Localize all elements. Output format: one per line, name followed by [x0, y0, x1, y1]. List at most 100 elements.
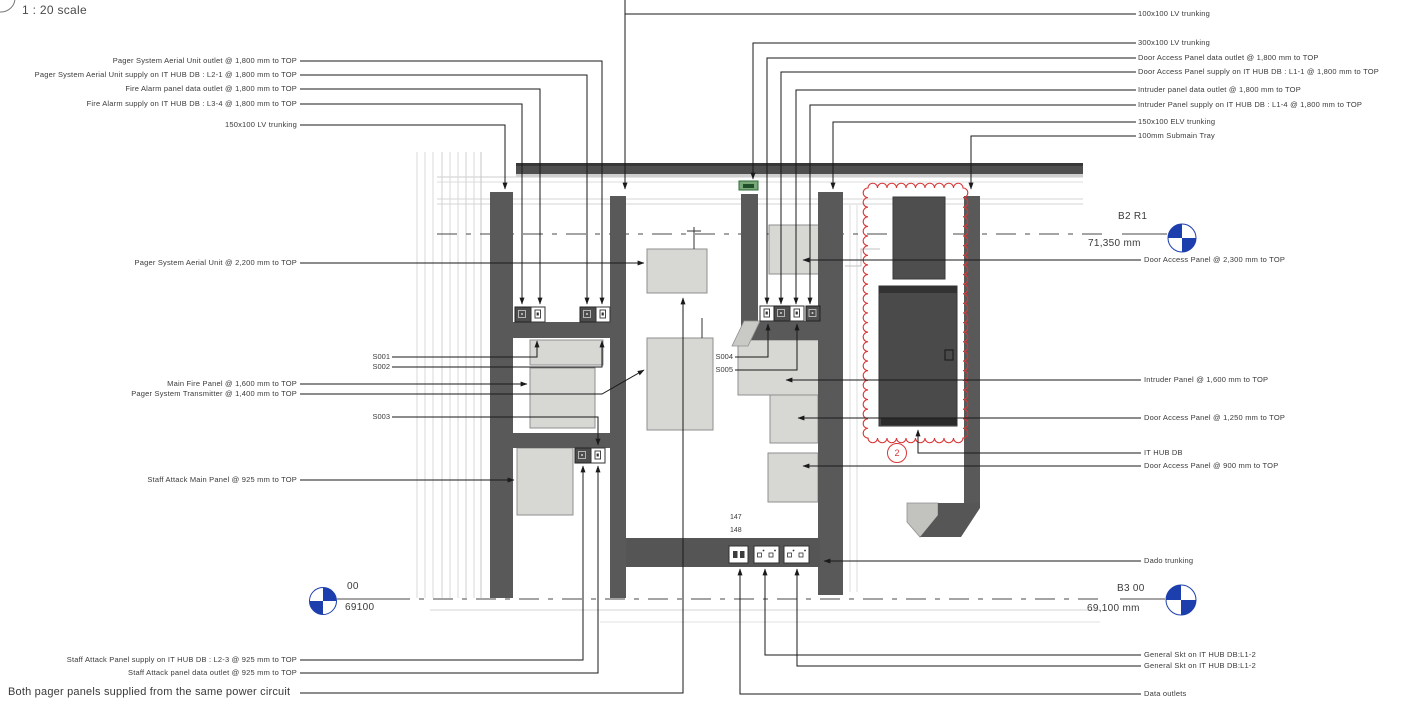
- label-door-access-supply: Door Access Panel supply on IT HUB DB : …: [1138, 67, 1379, 76]
- leader-s002: [392, 340, 605, 368]
- lv-marker-green: [738, 180, 759, 191]
- outlet-number-148: 148: [730, 527, 742, 534]
- setting-out-ticks: [687, 227, 703, 338]
- ref-s002: S002: [372, 362, 390, 371]
- door-access-supply-socket: [773, 305, 791, 322]
- label-door-access-2300: Door Access Panel @ 2,300 mm to TOP: [1144, 255, 1286, 264]
- datum-marker-b2-r1: [1167, 223, 1197, 253]
- datum-marker-00: [309, 587, 337, 615]
- leader-it-hub-db: [915, 429, 1141, 454]
- label-it-hub-db: IT HUB DB: [1144, 448, 1183, 457]
- leader-lv-trunking-100: [622, 13, 1136, 190]
- label-lv-trunking-300: 300x100 LV trunking: [1138, 38, 1211, 47]
- leader-lv-trunking-150: [300, 124, 508, 190]
- leader-pager-aerial-supply: [300, 74, 590, 305]
- label-intruder-panel-1600: Intruder Panel @ 1,600 mm to TOP: [1144, 375, 1269, 384]
- general-skt-1-box: [753, 545, 780, 564]
- staff-attack-supply-socket: [574, 447, 592, 464]
- datum-b3-name: B3 00: [1117, 583, 1145, 594]
- datum-b2r1-elevation: 71,350 mm: [1088, 238, 1141, 249]
- leader-data-outlets: [737, 568, 1141, 695]
- leader-general-skt-2: [794, 568, 1141, 667]
- leader-s003: [392, 416, 601, 446]
- staff-attack-main-panel: [516, 447, 574, 516]
- label-staff-attack-data: Staff Attack panel data outlet @ 925 mm …: [128, 668, 297, 677]
- revision-tag-number: 2: [894, 448, 900, 458]
- leader-staff-attack-supply: [300, 465, 586, 661]
- datum-00-name: 00: [347, 581, 359, 592]
- ref-s004: S004: [715, 352, 733, 361]
- label-pager-aerial-supply: Pager System Aerial Unit supply on IT HU…: [34, 70, 297, 79]
- leader-submain-tray: [968, 135, 1136, 190]
- door-access-panel-1250: [769, 394, 819, 444]
- leader-s005: [735, 323, 800, 371]
- annotation-leaders: [300, 0, 1141, 695]
- door-access-panel-900: [767, 452, 819, 503]
- pager-supply-socket: [514, 306, 532, 323]
- label-lv-trunking-100: 100x100 LV trunking: [1138, 9, 1211, 18]
- fire-alarm-supply-socket: [579, 306, 597, 323]
- door-access-panel-high: [892, 196, 946, 280]
- label-lv-trunking-150: 150x100 LV trunking: [224, 120, 297, 129]
- leader-intruder-supply: [807, 104, 1136, 305]
- leader-fire-alarm-supply: [300, 103, 525, 305]
- pager-system-aerial-unit: [646, 248, 708, 294]
- label-data-outlets: Data outlets: [1144, 689, 1187, 698]
- datum-marker-b3-00: [1165, 584, 1197, 616]
- outlet-bar-left: [513, 322, 610, 338]
- general-skt-2-box: [783, 545, 810, 564]
- label-main-fire-panel: Main Fire Panel @ 1,600 mm to TOP: [167, 379, 297, 388]
- leader-intruder-data: [793, 89, 1136, 305]
- leader-s001: [392, 340, 540, 358]
- ref-s001: S001: [372, 352, 390, 361]
- label-submain-tray: 100mm Submain Tray: [1138, 131, 1215, 140]
- dado-data-outlet: [728, 545, 749, 564]
- leader-elv-trunking-150: [830, 121, 1136, 190]
- trunking-column-1: [490, 192, 513, 598]
- label-general-skt-2: General Skt on IT HUB DB:L1-2: [1144, 661, 1256, 670]
- ref-s005: S005: [715, 365, 733, 374]
- cabinet-handle: [944, 349, 954, 361]
- outlet-bar-right: [741, 321, 820, 340]
- revision-tag-circle: [887, 443, 907, 463]
- leader-door-access-supply: [778, 71, 1136, 305]
- outlet-number-147: 147: [730, 514, 742, 521]
- it-hub-db-cabinet: [878, 285, 958, 427]
- label-staff-attack-main: Staff Attack Main Panel @ 925 mm to TOP: [147, 475, 297, 484]
- label-door-access-data: Door Access Panel data outlet @ 1,800 mm…: [1138, 53, 1319, 62]
- main-fire-panel-upper: [529, 339, 604, 366]
- datum-b2r1-name: B2 R1: [1118, 211, 1148, 222]
- note-pager-power-circuit: Both pager panels supplied from the same…: [8, 686, 291, 698]
- leader-door-access-data: [764, 57, 1136, 305]
- trunking-column-5: [964, 196, 980, 503]
- label-intruder-supply: Intruder Panel supply on IT HUB DB : L1-…: [1138, 100, 1363, 109]
- scale-note: 1 : 20 scale: [22, 3, 87, 17]
- leader-pager-transmitter: [300, 369, 645, 395]
- leader-fire-alarm-data: [300, 88, 543, 305]
- label-fire-alarm-data: Fire Alarm panel data outlet @ 1,800 mm …: [125, 84, 297, 93]
- trunking-column-2: [610, 196, 626, 598]
- leader-general-skt-1: [762, 568, 1141, 656]
- door-access-panel-2300: [768, 224, 820, 275]
- label-door-access-1250: Door Access Panel @ 1,250 mm to TOP: [1144, 413, 1286, 422]
- trunking-structure: [490, 163, 1083, 598]
- label-staff-attack-supply: Staff Attack Panel supply on IT HUB DB :…: [66, 655, 297, 664]
- equipment-panels-light: [516, 224, 821, 516]
- datum-00-elevation: 69100: [345, 602, 375, 613]
- intruder-panel: [737, 339, 821, 396]
- label-pager-aerial-unit: Pager System Aerial Unit @ 2,200 mm to T…: [134, 258, 297, 267]
- label-pager-transmitter: Pager System Transmitter @ 1,400 mm to T…: [131, 389, 297, 398]
- socket-outlets: [514, 305, 821, 564]
- revision-cloud: [862, 182, 969, 463]
- leader-pager-aerial-outlet: [300, 60, 605, 305]
- staff-attack-bar: [512, 433, 610, 448]
- datum-b3-elevation: 69,100 mm: [1087, 603, 1140, 614]
- label-fire-alarm-supply: Fire Alarm supply on IT HUB DB : L3-4 @ …: [86, 99, 297, 108]
- submain-tray-hook: [920, 503, 980, 537]
- label-dado-trunking: Dado trunking: [1144, 556, 1194, 565]
- label-elv-trunking-150: 150x100 ELV trunking: [1138, 117, 1216, 126]
- pager-system-transmitter: [646, 337, 714, 431]
- leader-s004: [735, 323, 771, 358]
